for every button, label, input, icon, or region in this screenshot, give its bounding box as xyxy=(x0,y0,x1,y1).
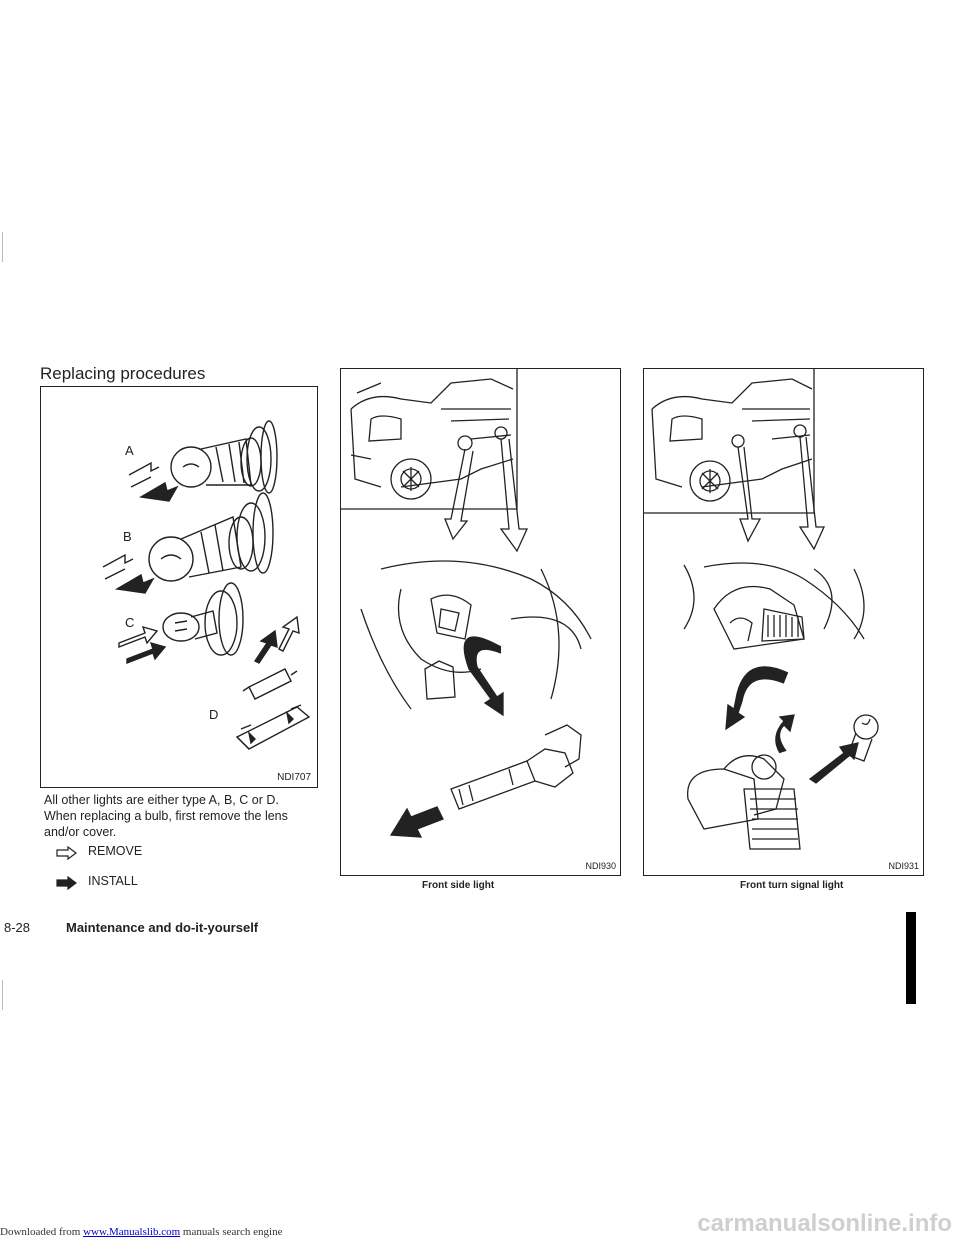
front-side-light-caption: Front side light xyxy=(422,880,495,891)
remove-label: REMOVE xyxy=(88,844,143,858)
install-label: INSTALL xyxy=(88,874,138,888)
footer-section-title: Maintenance and do-it-yourself xyxy=(66,920,259,935)
bulb-letter-a: A xyxy=(125,443,134,458)
section-title: Replacing procedures xyxy=(40,364,206,383)
front-turn-signal-caption: Front turn signal light xyxy=(740,880,844,891)
figure-id: NDI931 xyxy=(888,861,919,871)
bulb-types-figure: A B C D NDI707 xyxy=(40,386,318,788)
front-turn-signal-illustration xyxy=(644,369,879,850)
bulb-letter-b: B xyxy=(123,529,132,544)
crop-mark-left xyxy=(2,232,3,262)
bulb-types-illustration xyxy=(102,420,311,750)
crop-mark-left-bottom xyxy=(2,980,3,1010)
page-number: 8-28 xyxy=(4,920,31,935)
manualslib-link[interactable]: www.Manualslib.com xyxy=(83,1226,181,1238)
install-arrow-icon xyxy=(56,876,77,890)
front-turn-signal-figure: NDI931 xyxy=(643,368,924,876)
front-side-light-illustration xyxy=(341,369,592,838)
bulb-letter-c: C xyxy=(125,615,135,630)
download-bar: Downloaded from www.Manualslib.com manua… xyxy=(0,1226,282,1238)
figure-id: NDI930 xyxy=(585,861,616,871)
body-paragraph: All other lights are either type A, B, C… xyxy=(44,793,288,839)
download-prefix: Downloaded from xyxy=(0,1226,81,1238)
section-tab-marker xyxy=(906,912,916,1004)
watermark: carmanualsonline.info xyxy=(697,1210,952,1237)
front-side-light-figure: NDI930 xyxy=(340,368,621,876)
remove-arrow-icon xyxy=(56,846,77,860)
download-suffix: manuals search engine xyxy=(182,1226,283,1238)
figure-id: NDI707 xyxy=(277,772,311,783)
bulb-letter-d: D xyxy=(209,707,219,722)
